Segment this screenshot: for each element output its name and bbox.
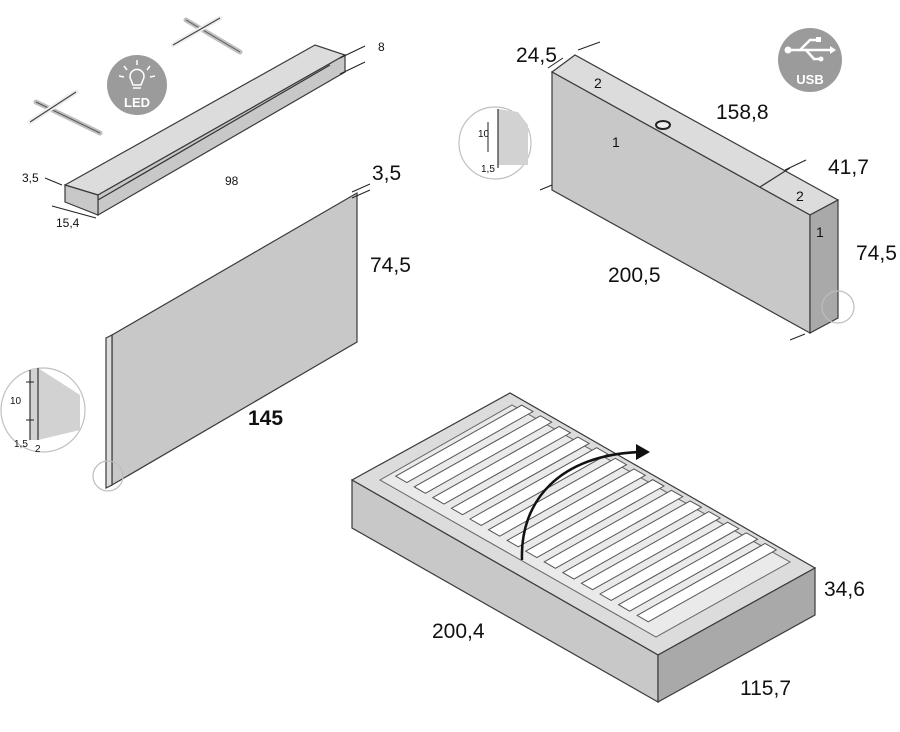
side-part-2-end: 2 — [796, 188, 804, 204]
side-detail: 10 1,5 — [458, 106, 532, 180]
headboard-panel — [105, 191, 358, 489]
headboard-detail-left: 1,5 — [14, 439, 28, 450]
usb-badge-label: USB — [796, 72, 823, 87]
headboard-detail-right: 2 — [35, 444, 41, 455]
side-detail-marker — [821, 290, 855, 324]
led-badge-label: LED — [124, 95, 150, 110]
headboard-thickness-label: 3,5 — [372, 162, 401, 185]
headboard-width-label: 145 — [248, 407, 283, 430]
bed-slat — [394, 404, 534, 484]
side-part-2-top: 2 — [594, 75, 602, 91]
headboard-detail: 10 1,5 2 — [0, 367, 86, 455]
slat-grid — [394, 404, 778, 623]
side-length-label: 158,8 — [716, 101, 769, 124]
bed-slat — [413, 415, 553, 494]
side-detail-top: 10 — [478, 129, 490, 140]
headboard-height-label: 74,5 — [370, 254, 411, 277]
led-shelf — [63, 44, 347, 217]
bed-length-label: 200,4 — [432, 620, 485, 643]
bed-slat — [450, 436, 591, 516]
headboard-detail-top: 10 — [10, 396, 22, 407]
bed-slat — [543, 489, 684, 569]
bed-slat — [617, 532, 759, 612]
usb-icon: USB — [778, 28, 842, 92]
side-depth-label: 24,5 — [516, 44, 557, 67]
side-part-1-end: 1 — [816, 224, 824, 240]
led-icon: LED — [107, 55, 167, 115]
wall-bracket-left — [27, 89, 103, 136]
side-detail-bottom: 1,5 — [481, 164, 495, 175]
bed-width-label: 115,7 — [740, 677, 791, 700]
shelf-height-label: 8 — [378, 40, 385, 54]
wall-bracket-right — [170, 15, 243, 55]
bed-slat — [580, 510, 722, 591]
side-end-depth-label: 41,7 — [828, 156, 869, 179]
shelf-width-label: 98 — [225, 174, 239, 188]
detail-marker-circle — [92, 460, 124, 492]
bed-slat — [636, 542, 778, 623]
bed-slat — [524, 479, 665, 559]
lift-arrow — [520, 444, 650, 561]
bed-slat — [506, 468, 647, 548]
side-total-length-label: 200,5 — [608, 264, 661, 287]
side-height-label: 74,5 — [856, 242, 897, 265]
bed-slat — [487, 457, 628, 537]
usb-side-panel — [550, 54, 840, 335]
bed-height-label: 34,6 — [824, 578, 865, 601]
shelf-depth-label: 15,4 — [56, 216, 80, 230]
bed-slat — [431, 425, 572, 505]
bed-slat — [598, 521, 740, 602]
shelf-lip-label: 3,5 — [22, 171, 39, 185]
bed-slat — [561, 500, 703, 580]
side-part-1-front: 1 — [612, 134, 620, 150]
